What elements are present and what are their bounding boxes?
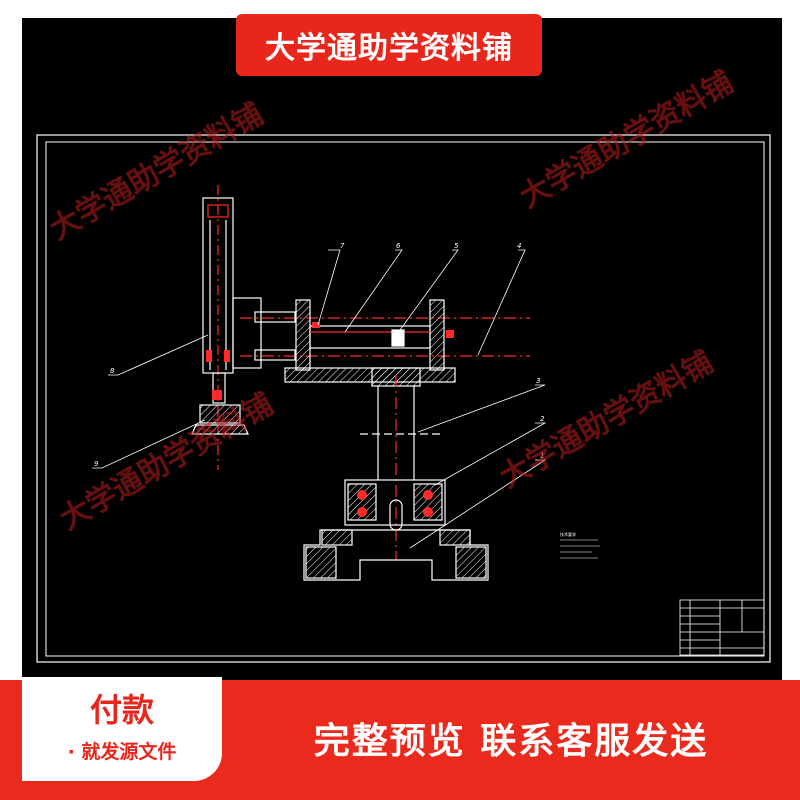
pay-subtitle: · 就发源文件 (67, 741, 177, 763)
contact-cta[interactable]: 完整预览 联系客服发送 (313, 721, 709, 762)
callout-4: 4 (517, 242, 521, 250)
callout-6: 6 (396, 242, 401, 250)
callout-2: 2 (540, 415, 545, 423)
title-block (679, 599, 765, 656)
callout-7: 7 (340, 242, 345, 250)
top-banner: 大学通助学资料铺 (236, 14, 542, 76)
technical-notes: 技术要求 (560, 531, 600, 559)
drawing-background (22, 18, 782, 686)
svg-text:技术要求: 技术要求 (560, 531, 576, 537)
inner-frame (45, 141, 765, 657)
base-assembly (303, 479, 489, 581)
gripper-column (191, 185, 262, 470)
pay-card[interactable]: 付款 · 就发源文件 (22, 677, 222, 781)
callout-9: 9 (94, 460, 99, 468)
outer-frame (36, 134, 771, 663)
callout-5: 5 (454, 242, 459, 250)
callout-1: 1 (540, 452, 544, 460)
callout-3: 3 (536, 377, 540, 385)
leader-lines (92, 249, 547, 549)
pay-title: 付款 (89, 691, 154, 729)
column-shaft (360, 367, 440, 560)
callout-8: 8 (110, 367, 115, 375)
